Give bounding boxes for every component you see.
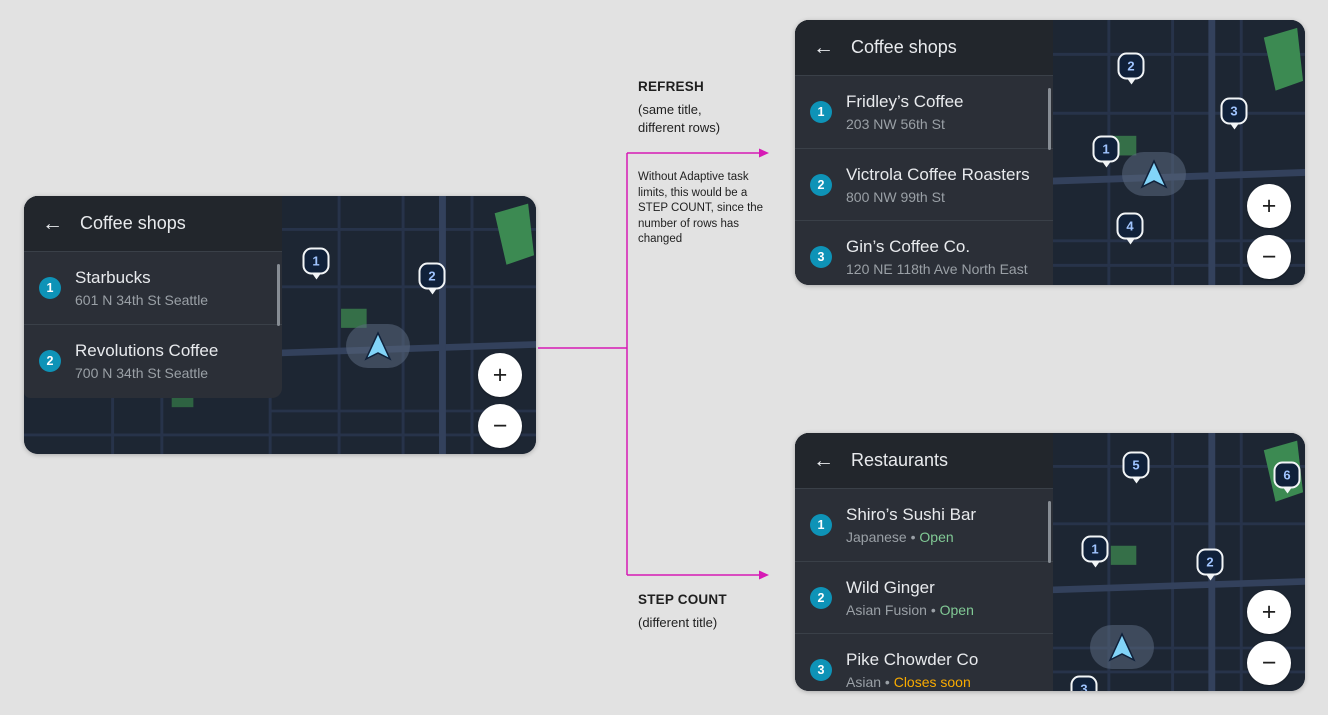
map-pin-label: 2	[1127, 58, 1135, 74]
zoom-in-button[interactable]: +	[1247, 590, 1291, 634]
refresh-sublabel: (same title, different rows)	[638, 102, 721, 136]
zoom-out-button[interactable]: −	[478, 404, 522, 448]
map-pin[interactable]: 4	[1116, 212, 1144, 240]
map-pin[interactable]: 3	[1070, 675, 1098, 691]
map-pin-label: 2	[1206, 554, 1214, 570]
back-arrow-icon[interactable]: ←	[813, 448, 834, 472]
list-title: Restaurants	[851, 450, 949, 470]
row-index-badge: 1	[810, 101, 832, 123]
list-title: Coffee shops	[80, 213, 186, 233]
map-pin-label: 2	[428, 268, 436, 284]
place-name: Shiro’s Sushi Bar	[846, 505, 977, 524]
map-pin-label: 6	[1283, 467, 1291, 483]
list-item[interactable]: 3 Pike Chowder Co Asian • Closes soon	[795, 633, 1053, 691]
map-pin-label: 3	[1230, 103, 1238, 119]
zoom-in-button[interactable]: +	[478, 353, 522, 397]
map-panel-coffee-shops-initial: 1 2 + − ← Coffee shops 1 Starbucks 601 N…	[24, 196, 536, 454]
row-index-badge: 3	[810, 245, 832, 268]
step-count-sublabel: (different title)	[638, 615, 718, 630]
list-item[interactable]: 2 Wild Ginger Asian Fusion • Open	[795, 561, 1053, 633]
list-header: ← Coffee shops	[24, 196, 282, 252]
zoom-controls: + −	[1247, 590, 1291, 685]
step-count-annotation: STEP COUNT (different title)	[638, 592, 727, 632]
row-index-badge: 2	[39, 349, 61, 372]
place-name: Victrola Coffee Roasters	[846, 164, 1030, 184]
list-scrollbar[interactable]	[1048, 501, 1051, 563]
map-pin-label: 1	[312, 253, 320, 269]
map-pin[interactable]: 2	[418, 262, 446, 290]
row-index-badge: 1	[810, 514, 832, 536]
current-location-arrow	[1090, 625, 1154, 669]
map-pin[interactable]: 5	[1122, 451, 1150, 479]
zoom-in-button[interactable]: +	[1247, 184, 1291, 228]
list-scrollbar[interactable]	[277, 264, 280, 326]
zoom-out-button[interactable]: −	[1247, 235, 1291, 279]
place-details: Asian Fusion • Open	[846, 601, 974, 618]
refresh-label: REFRESH	[638, 79, 704, 94]
place-address: 120 NE 118th Ave North East	[846, 260, 1028, 277]
current-location-arrow	[346, 324, 410, 368]
map-pin-label: 1	[1102, 141, 1110, 157]
place-name: Fridley’s Coffee	[846, 92, 964, 111]
map-pin-label: 5	[1132, 457, 1140, 473]
map-pin-label: 3	[1080, 681, 1088, 691]
map-pin[interactable]: 1	[1092, 135, 1120, 163]
place-list: ← Coffee shops 1 Fridley’s Coffee 203 NW…	[795, 20, 1053, 285]
refresh-annotation: REFRESH (same title, different rows)	[638, 79, 720, 137]
map-pin-label: 4	[1126, 218, 1134, 234]
back-arrow-icon[interactable]: ←	[42, 211, 63, 235]
map-pin[interactable]: 1	[302, 247, 330, 275]
place-name: Revolutions Coffee	[75, 340, 219, 360]
place-name: Wild Ginger	[846, 577, 935, 597]
place-name: Pike Chowder Co	[846, 649, 979, 669]
refresh-note: Without Adaptive task limits, this would…	[638, 171, 764, 246]
step-count-label: STEP COUNT	[638, 592, 727, 607]
place-address: 800 NW 99th St	[846, 188, 945, 205]
list-item[interactable]: 1 Fridley’s Coffee 203 NW 56th St	[795, 76, 1053, 148]
list-scrollbar[interactable]	[1048, 88, 1051, 150]
open-status: Closes soon	[893, 673, 971, 690]
place-address: 601 N 34th St Seattle	[75, 292, 209, 308]
place-address: 203 NW 56th St	[846, 116, 945, 132]
list-header: ← Restaurants	[795, 433, 1053, 489]
row-index-badge: 2	[810, 586, 832, 609]
map-pin-label: 1	[1091, 541, 1099, 557]
place-details: Japanese • Open	[846, 529, 954, 545]
row-index-badge: 3	[810, 658, 832, 681]
row-index-badge: 2	[810, 173, 832, 196]
place-name: Starbucks	[75, 268, 151, 287]
list-item[interactable]: 2 Revolutions Coffee 700 N 34th St Seatt…	[24, 324, 282, 396]
place-address: 700 N 34th St Seattle	[75, 364, 209, 381]
open-status: Open	[919, 529, 954, 545]
place-name: Gin’s Coffee Co.	[846, 236, 971, 256]
map-panel-coffee-shops-refreshed: 1 2 3 4 + − ← Coffee shops 1 Fridley’s C…	[795, 20, 1305, 285]
list-title: Coffee shops	[851, 37, 957, 57]
place-list: ← Coffee shops 1 Starbucks 601 N 34th St…	[24, 196, 282, 398]
map-pin[interactable]: 2	[1117, 52, 1145, 80]
place-details: Asian • Closes soon	[846, 673, 971, 690]
map-pin[interactable]: 3	[1220, 97, 1248, 125]
map-pin[interactable]: 2	[1196, 548, 1224, 576]
row-index-badge: 1	[39, 277, 61, 299]
zoom-out-button[interactable]: −	[1247, 641, 1291, 685]
map-pin[interactable]: 1	[1081, 535, 1109, 563]
list-header: ← Coffee shops	[795, 20, 1053, 76]
back-arrow-icon[interactable]: ←	[813, 35, 834, 59]
zoom-controls: + −	[1247, 184, 1291, 279]
list-item[interactable]: 3 Gin’s Coffee Co. 120 NE 118th Ave Nort…	[795, 220, 1053, 285]
map-panel-restaurants: 1 2 5 6 3 + − ← Restaurants 1 Shiro’s Su…	[795, 433, 1305, 691]
current-location-arrow	[1122, 152, 1186, 196]
map-pin[interactable]: 6	[1273, 461, 1301, 489]
list-item[interactable]: 1 Starbucks 601 N 34th St Seattle	[24, 252, 282, 324]
list-item[interactable]: 1 Shiro’s Sushi Bar Japanese • Open	[795, 489, 1053, 561]
zoom-controls: + −	[478, 353, 522, 448]
list-item[interactable]: 2 Victrola Coffee Roasters 800 NW 99th S…	[795, 148, 1053, 220]
place-list: ← Restaurants 1 Shiro’s Sushi Bar Japane…	[795, 433, 1053, 691]
open-status: Open	[939, 601, 974, 618]
